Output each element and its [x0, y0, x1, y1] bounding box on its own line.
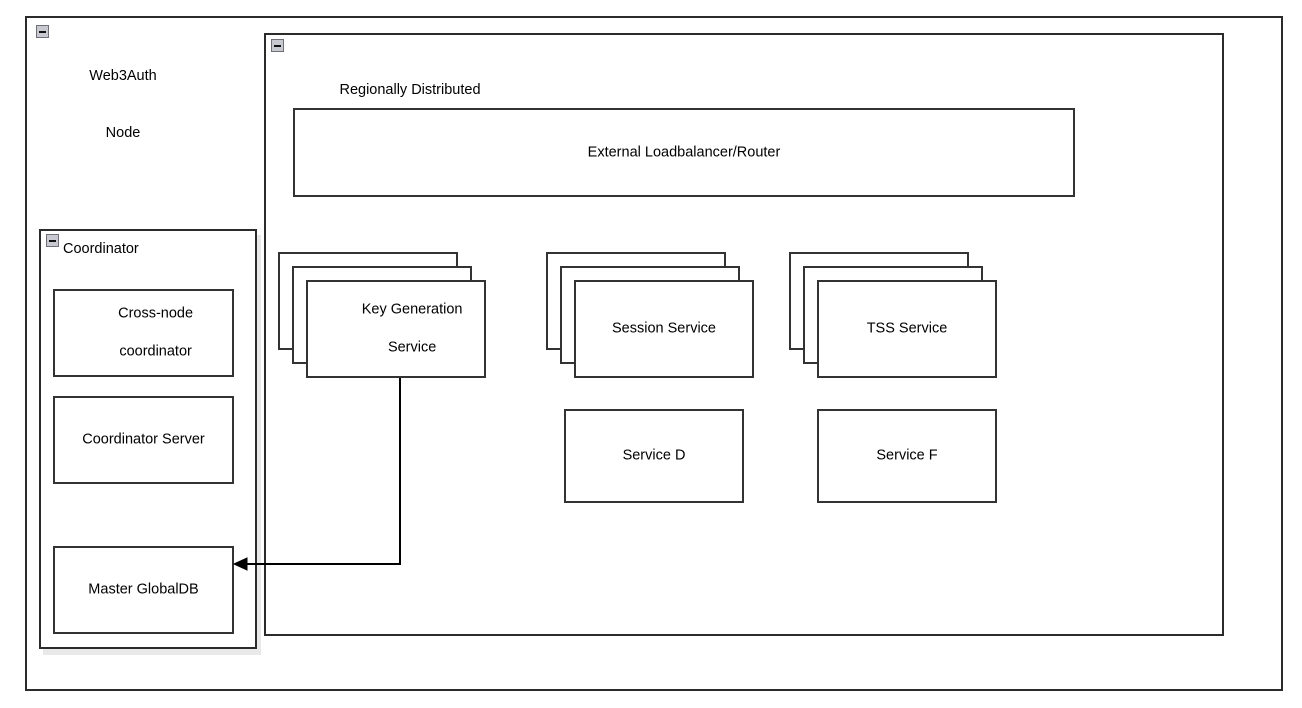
web3auth-node-title-line2: Node	[105, 125, 141, 141]
tss-service-stack[interactable]: TSS Service	[789, 252, 1001, 382]
key-generation-service-label: Key Generation Service	[308, 282, 484, 377]
keygen-to-globaldb-connector	[232, 378, 401, 571]
service-f-label: Service F	[876, 447, 938, 464]
coordinator-title: Coordinator	[63, 241, 139, 257]
kube-cluster-collapse-icon[interactable]	[271, 39, 284, 52]
cross-node-coordinator-label-line2: coordinator	[119, 343, 192, 360]
key-generation-service-label-line1: Key Generation	[361, 301, 463, 318]
cross-node-coordinator-label: Cross-node coordinator	[55, 286, 232, 381]
master-globaldb-box[interactable]: Master GlobalDB	[53, 546, 234, 634]
left-arrow-icon	[232, 557, 248, 571]
tss-service-label: TSS Service	[866, 320, 948, 337]
cross-node-coordinator-box[interactable]: Cross-node coordinator	[53, 289, 234, 377]
web3auth-node-title: Web3Auth Node	[48, 29, 198, 181]
master-globaldb-label: Master GlobalDB	[88, 581, 199, 598]
web3auth-node-collapse-icon[interactable]	[36, 25, 49, 38]
key-generation-service-replica-1[interactable]: Key Generation Service	[306, 280, 486, 378]
service-d-box[interactable]: Service D	[564, 409, 744, 503]
external-loadbalancer-router-label: External Loadbalancer/Router	[587, 144, 781, 160]
session-service-replica-1[interactable]: Session Service	[574, 280, 754, 378]
coordinator-server-label: Coordinator Server	[82, 431, 205, 448]
session-service-stack[interactable]: Session Service	[546, 252, 758, 382]
key-generation-service-stack[interactable]: Key Generation Service	[278, 252, 490, 382]
web3auth-node-title-line1: Web3Auth	[89, 68, 157, 84]
coordinator-collapse-icon[interactable]	[46, 234, 59, 247]
tss-service-replica-1[interactable]: TSS Service	[817, 280, 997, 378]
service-f-box[interactable]: Service F	[817, 409, 997, 503]
session-service-label: Session Service	[612, 320, 716, 337]
service-d-label: Service D	[622, 447, 686, 464]
cross-node-coordinator-label-line1: Cross-node	[118, 305, 194, 322]
external-loadbalancer-router-box[interactable]: External Loadbalancer/Router	[293, 108, 1075, 197]
kube-cluster-title-line1: Regionally Distributed	[339, 82, 481, 98]
key-generation-service-label-line2: Service	[387, 339, 437, 356]
coordinator-server-box[interactable]: Coordinator Server	[53, 396, 234, 484]
